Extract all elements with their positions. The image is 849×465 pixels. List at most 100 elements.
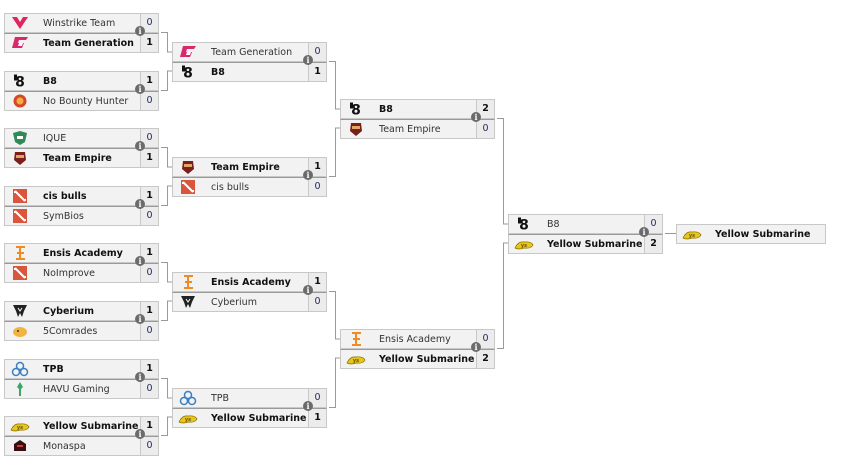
team-name: Yellow Submarine: [43, 420, 139, 432]
monaspa-logo-icon: [5, 437, 35, 455]
ensis-logo-icon: [341, 330, 371, 348]
match-info-icon[interactable]: i: [135, 141, 145, 151]
team-name: NoImprove: [43, 267, 95, 279]
ensis-logo-icon: [5, 244, 35, 262]
match-info-icon[interactable]: i: [303, 170, 313, 180]
team-score: 1: [308, 273, 326, 291]
match-info-icon[interactable]: i: [135, 256, 145, 266]
match-info-icon[interactable]: i: [303, 285, 313, 295]
connector-line: [497, 118, 508, 225]
yellow-submarine-logo-icon: ys: [509, 235, 539, 253]
match-info-icon[interactable]: i: [135, 84, 145, 94]
connector-line: [161, 70, 172, 91]
team-score: 0: [140, 92, 158, 110]
tpb-logo-icon: [173, 389, 203, 407]
match-info-icon[interactable]: i: [471, 112, 481, 122]
team-score: 1: [308, 158, 326, 176]
team-score: 1: [140, 149, 158, 167]
team-name: Cyberium: [211, 296, 257, 308]
match-info-icon[interactable]: i: [471, 342, 481, 352]
team-score: 1: [140, 187, 158, 205]
connector-line: [161, 32, 172, 53]
team-name: HAVU Gaming: [43, 383, 110, 395]
team-row[interactable]: No Bounty Hunter 0: [4, 91, 159, 111]
match-info-icon[interactable]: i: [303, 55, 313, 65]
match-info-icon[interactable]: i: [135, 199, 145, 209]
team-score: 0: [140, 437, 158, 455]
team-score: 0: [644, 215, 662, 233]
connector-line: [329, 291, 340, 340]
connector-line: [161, 378, 172, 399]
team-name: No Bounty Hunter: [43, 95, 129, 107]
team-name: cis bulls: [211, 181, 250, 193]
team-name: Ensis Academy: [43, 247, 123, 259]
team-name: 5Comrades: [43, 325, 98, 337]
match-info-icon[interactable]: i: [639, 227, 649, 237]
match-info-icon[interactable]: i: [135, 429, 145, 439]
connector-line: [161, 262, 172, 283]
connector-line: [161, 416, 172, 436]
ique-logo-icon: [5, 129, 35, 147]
team-name: SymBios: [43, 210, 84, 222]
team-score: 0: [140, 14, 158, 32]
ensis-logo-icon: [173, 273, 203, 291]
match-info-icon[interactable]: i: [303, 401, 313, 411]
svg-text:8: 8: [15, 75, 25, 90]
team-name: B8: [43, 75, 57, 87]
b8-logo-icon: 8: [5, 72, 35, 90]
connector-line: [161, 300, 172, 321]
team-empire-logo-icon: [5, 149, 35, 167]
team-name: Team Empire: [379, 123, 441, 135]
connector-line: [329, 357, 340, 408]
team-score: 1: [140, 244, 158, 262]
team-name: Team Generation: [43, 37, 134, 49]
team-row[interactable]: Ensis Academy 1: [4, 243, 159, 263]
team-score: 2: [644, 235, 662, 253]
team-score: 0: [308, 43, 326, 61]
svg-text:ys: ys: [689, 233, 695, 239]
match-info-icon[interactable]: i: [135, 26, 145, 36]
match-info-icon[interactable]: i: [135, 314, 145, 324]
svg-text:ys: ys: [353, 358, 359, 364]
svg-text:8: 8: [183, 66, 193, 81]
yellow-submarine-logo-icon: ys: [173, 409, 203, 427]
match-info-icon[interactable]: i: [135, 372, 145, 382]
